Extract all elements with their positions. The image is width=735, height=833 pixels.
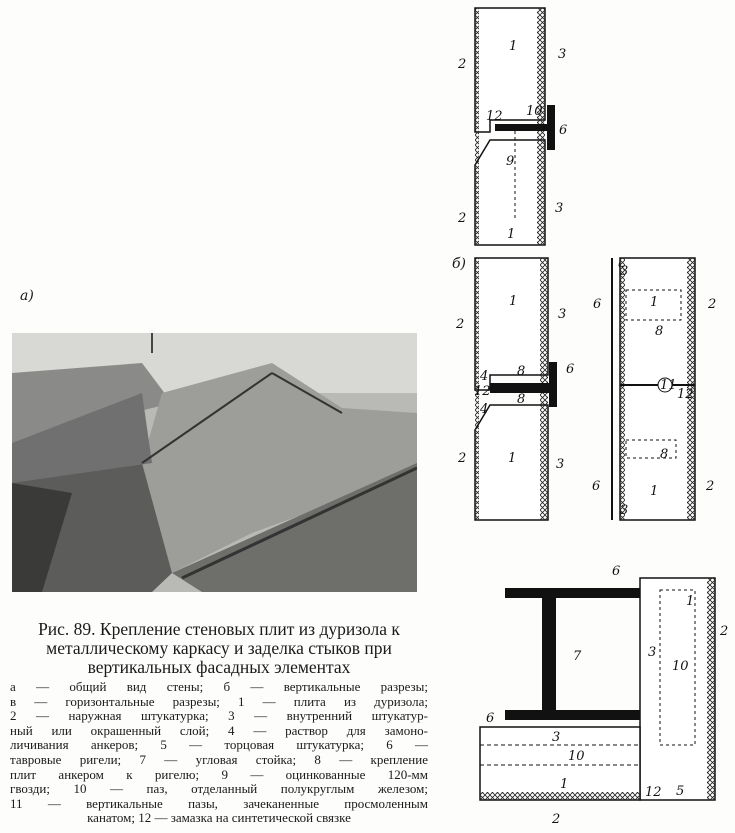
legend-line: канатом; 12 — замазка на синтетической с… [87, 810, 351, 826]
svg-text:3: 3 [558, 47, 566, 62]
svg-text:12: 12 [474, 384, 491, 399]
svg-text:3: 3 [648, 645, 656, 660]
svg-text:1: 1 [686, 594, 694, 609]
svg-text:4: 4 [479, 369, 488, 384]
svg-text:2: 2 [457, 211, 466, 226]
svg-text:6: 6 [566, 362, 574, 377]
svg-text:10: 10 [672, 659, 689, 674]
figure-caption: Рис. 89. Крепление стеновых плит из дури… [10, 620, 428, 826]
svg-text:5: 5 [676, 784, 684, 799]
svg-text:12: 12 [486, 109, 503, 124]
svg-text:2: 2 [457, 451, 466, 466]
svg-text:6: 6 [612, 564, 620, 579]
svg-text:3: 3 [556, 457, 564, 472]
caption-legend: а — общий вид стены; б — вертикальные ра… [10, 679, 428, 826]
svg-text:6: 6 [593, 297, 601, 312]
figure-label-b: б) [452, 256, 467, 272]
svg-text:12: 12 [645, 785, 662, 800]
svg-text:8: 8 [517, 364, 525, 379]
svg-text:11: 11 [660, 378, 677, 393]
legend-line: личивания анкеров; 5 — торцовая штукатур… [10, 737, 428, 753]
svg-text:2: 2 [457, 57, 466, 72]
svg-text:1: 1 [509, 39, 517, 54]
svg-text:1: 1 [508, 451, 516, 466]
svg-text:2: 2 [707, 297, 716, 312]
legend-line: тавровые ригели; 7 — угловая стойка; 8 —… [10, 751, 428, 767]
svg-text:8: 8 [660, 447, 668, 462]
legend-line: ный или окрашенный слой; 4 — раствор для… [10, 722, 428, 738]
svg-text:3: 3 [620, 264, 628, 279]
caption-title: Рис. 89. Крепление стеновых плит из дури… [38, 619, 400, 677]
svg-text:12: 12 [677, 387, 694, 402]
svg-text:1: 1 [560, 777, 568, 792]
legend-line: 2 — наружная штукатурка; 3 — внутренний … [10, 708, 428, 724]
svg-text:3: 3 [555, 201, 563, 216]
svg-text:1: 1 [650, 295, 658, 310]
svg-text:2: 2 [705, 479, 714, 494]
svg-text:8: 8 [517, 392, 525, 407]
svg-text:3: 3 [620, 503, 628, 518]
figure-label-a: а) [20, 288, 34, 304]
svg-text:10: 10 [526, 104, 543, 119]
svg-text:2: 2 [455, 317, 464, 332]
svg-text:9: 9 [506, 154, 514, 169]
svg-text:4: 4 [479, 402, 488, 417]
svg-text:1: 1 [507, 227, 515, 242]
svg-text:6: 6 [592, 479, 600, 494]
legend-line: плит анкером к ригелю; 9 — оцинкованные … [10, 766, 428, 782]
svg-text:6: 6 [486, 711, 494, 726]
svg-text:8: 8 [655, 324, 663, 339]
svg-text:1: 1 [650, 484, 658, 499]
svg-text:2: 2 [719, 624, 728, 639]
legend-line: 11 — вертикальные пазы, зачеканенные про… [10, 795, 428, 811]
svg-text:3: 3 [558, 307, 566, 322]
wall-photo [12, 333, 417, 592]
svg-text:2: 2 [551, 812, 560, 827]
svg-text:7: 7 [573, 649, 582, 664]
legend-line: а — общий вид стены; б — вертикальные ра… [10, 679, 428, 694]
svg-text:6: 6 [559, 123, 567, 138]
svg-text:3: 3 [552, 730, 560, 745]
svg-text:1: 1 [509, 294, 517, 309]
legend-line: гвозди; 10 — паз, отделанный полукруглым… [10, 781, 428, 797]
svg-text:10: 10 [568, 749, 585, 764]
legend-line: в — горизонтальные разрезы; 1 — плита из… [10, 693, 428, 709]
